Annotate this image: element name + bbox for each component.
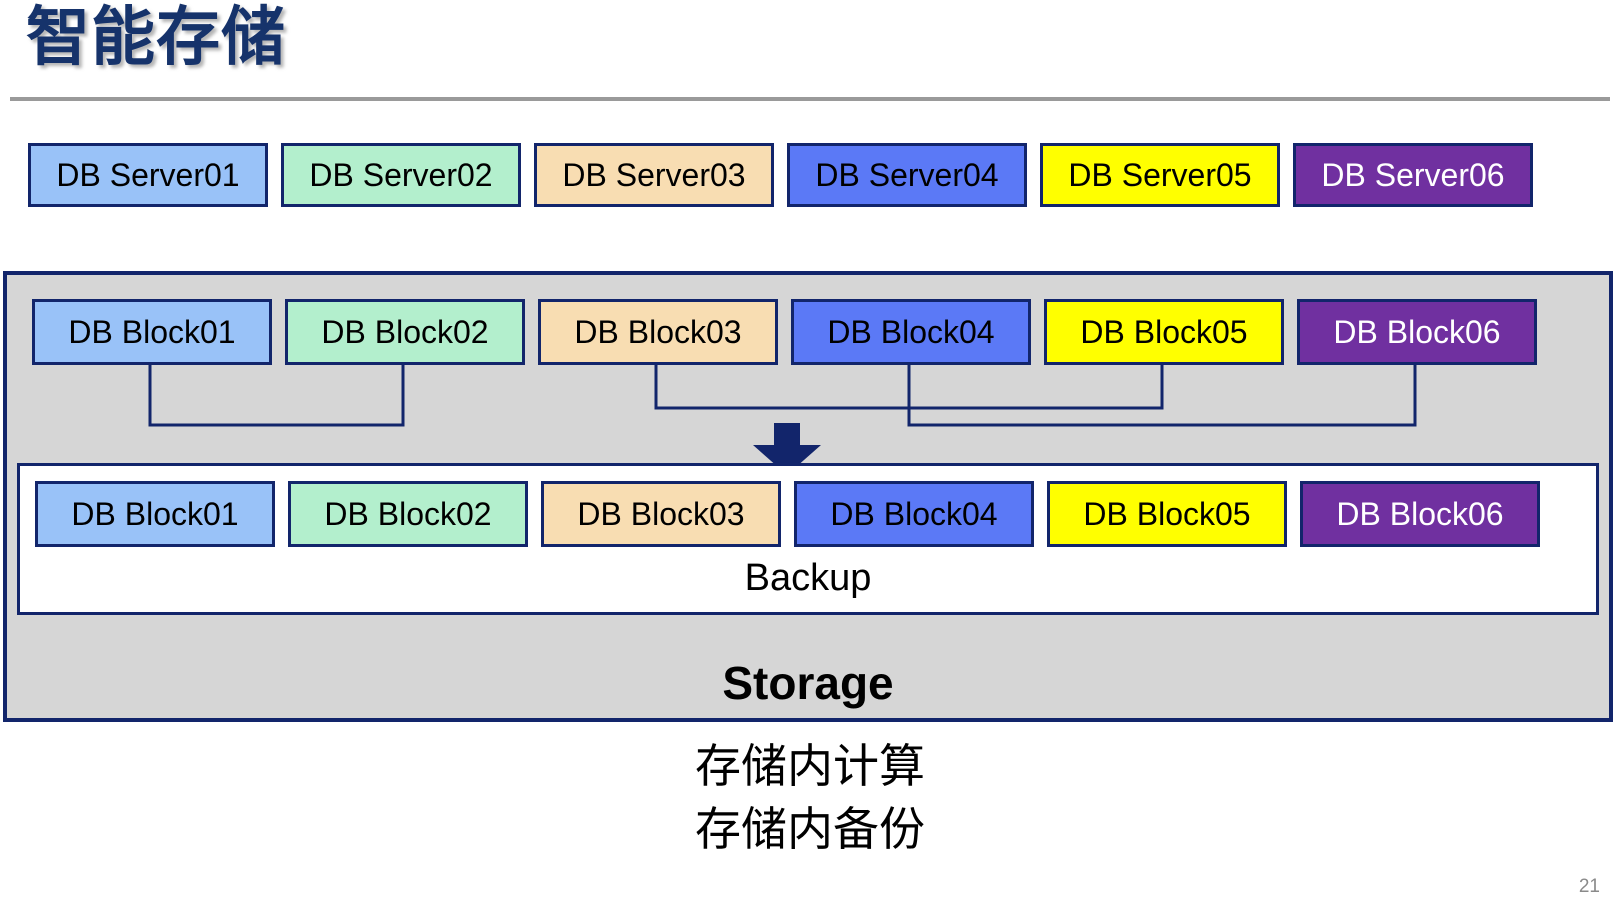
storage-label: Storage <box>722 657 894 709</box>
backup-db-block-5[interactable]: DB Block05 <box>1047 481 1287 547</box>
caption-line-2: 存储内备份 <box>695 803 925 856</box>
slide-caption: 存储内计算 存储内备份 <box>0 735 1620 862</box>
backup-db-block-2[interactable]: DB Block02 <box>288 481 528 547</box>
bracket-block04-block06 <box>907 365 1417 427</box>
db-block-label: DB Block05 <box>1080 313 1248 350</box>
db-block-label: DB Block04 <box>827 313 995 350</box>
backup-db-block-6[interactable]: DB Block06 <box>1300 481 1540 547</box>
db-server-label: DB Server06 <box>1321 156 1505 193</box>
db-block-6[interactable]: DB Block06 <box>1297 299 1537 365</box>
db-server-label: DB Server02 <box>309 156 493 193</box>
db-server-6[interactable]: DB Server06 <box>1293 143 1533 207</box>
backup-db-block-label: DB Block06 <box>1336 495 1504 532</box>
db-server-label: DB Server01 <box>56 156 240 193</box>
backup-db-block-label: DB Block01 <box>71 495 239 532</box>
db-block-3[interactable]: DB Block03 <box>538 299 778 365</box>
page-number: 21 <box>1578 876 1600 897</box>
backup-db-block-1[interactable]: DB Block01 <box>35 481 275 547</box>
db-server-4[interactable]: DB Server04 <box>787 143 1027 207</box>
db-block-4[interactable]: DB Block04 <box>791 299 1031 365</box>
db-server-label: DB Server03 <box>562 156 746 193</box>
db-block-label: DB Block06 <box>1333 313 1501 350</box>
db-block-5[interactable]: DB Block05 <box>1044 299 1284 365</box>
db-block-1[interactable]: DB Block01 <box>32 299 272 365</box>
backup-db-block-label: DB Block02 <box>324 495 492 532</box>
db-block-label: DB Block03 <box>574 313 742 350</box>
backup-db-block-label: DB Block03 <box>577 495 745 532</box>
backup-label: Backup <box>744 557 872 599</box>
db-server-label: DB Server05 <box>1068 156 1252 193</box>
backup-db-block-3[interactable]: DB Block03 <box>541 481 781 547</box>
db-block-label: DB Block02 <box>321 313 489 350</box>
db-server-3[interactable]: DB Server03 <box>534 143 774 207</box>
title-divider <box>10 97 1610 101</box>
caption-line-1: 存储内计算 <box>695 740 925 792</box>
db-server-label: DB Server04 <box>815 156 999 193</box>
db-server-2[interactable]: DB Server02 <box>281 143 521 207</box>
page-title: 智能存储 <box>26 1 286 73</box>
backup-db-block-label: DB Block04 <box>830 495 998 532</box>
db-block-label: DB Block01 <box>68 313 236 350</box>
db-server-5[interactable]: DB Server05 <box>1040 143 1280 207</box>
backup-db-block-4[interactable]: DB Block04 <box>794 481 1034 547</box>
bracket-block03-block05 <box>654 365 1164 410</box>
db-server-1[interactable]: DB Server01 <box>28 143 268 207</box>
backup-panel: Backup DB Block01 DB Block02 DB Block03 DB … <box>17 463 1599 615</box>
bracket-block01-block02 <box>148 365 405 427</box>
backup-db-block-label: DB Block05 <box>1083 495 1251 532</box>
storage-container: DB Block01 DB Block02 DB Block03 DB Block04… <box>3 271 1613 722</box>
db-block-2[interactable]: DB Block02 <box>285 299 525 365</box>
